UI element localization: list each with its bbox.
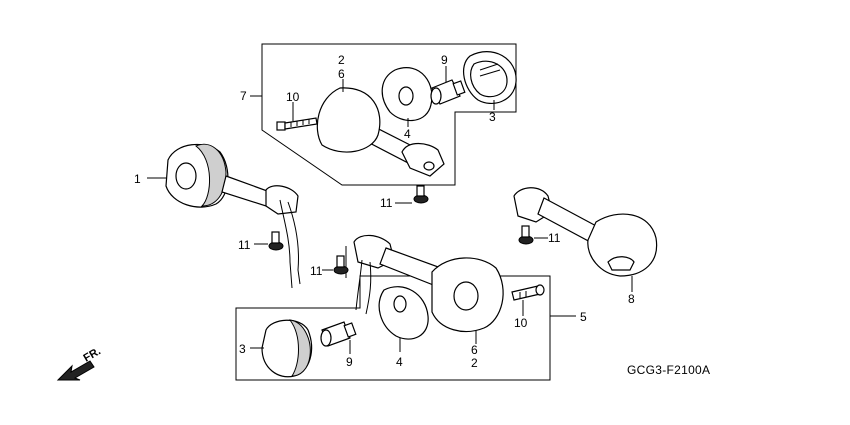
screw-10-top bbox=[276, 102, 318, 131]
callout-11-a: 11 bbox=[380, 196, 393, 210]
lens-housing-top bbox=[316, 79, 445, 177]
callout-6-top: 6 bbox=[338, 67, 345, 81]
reflector-4-bottom bbox=[378, 286, 429, 352]
callout-3-top: 3 bbox=[489, 110, 496, 124]
screw-11-top bbox=[395, 185, 429, 204]
callout-11-c: 11 bbox=[548, 231, 561, 245]
screw-10-bottom bbox=[511, 284, 545, 316]
callout-3-bottom: 3 bbox=[239, 342, 246, 356]
group-bracket-bottom bbox=[235, 275, 551, 381]
callout-7: 7 bbox=[240, 89, 247, 103]
reflector-4-top bbox=[381, 67, 433, 127]
winker-1-left bbox=[147, 143, 301, 289]
winker-8-right bbox=[513, 187, 658, 292]
bulb-9-top bbox=[430, 66, 466, 105]
front-arrow-icon: FR. bbox=[56, 345, 103, 381]
lens-cap-3-top bbox=[462, 51, 517, 110]
bulb-9-bottom bbox=[320, 321, 357, 354]
callout-2-bottom: 2 bbox=[471, 356, 478, 370]
direction-label: FR. bbox=[82, 345, 103, 364]
callout-4-bottom: 4 bbox=[396, 355, 403, 369]
group-bracket-top bbox=[261, 43, 517, 186]
lens-cap-3-bottom bbox=[250, 319, 313, 378]
callout-9-top: 9 bbox=[441, 53, 448, 67]
callout-10-bottom: 10 bbox=[514, 316, 528, 330]
screw-11-right bbox=[518, 225, 548, 245]
callout-1: 1 bbox=[134, 172, 141, 186]
screw-11-left bbox=[254, 231, 284, 251]
callout-6-bottom: 6 bbox=[471, 343, 478, 357]
callout-11-d: 11 bbox=[310, 264, 323, 278]
screw-11-bottom bbox=[322, 255, 349, 275]
lens-housing-bottom bbox=[345, 234, 504, 344]
callout-5: 5 bbox=[580, 310, 587, 324]
callout-10-top: 10 bbox=[286, 90, 300, 104]
diagram-code: GCG3-F2100A bbox=[627, 363, 710, 377]
callout-8: 8 bbox=[628, 292, 635, 306]
callout-2-top: 2 bbox=[338, 53, 345, 67]
callout-9-bottom: 9 bbox=[346, 355, 353, 369]
callout-11-b: 11 bbox=[238, 238, 251, 252]
callout-4-top: 4 bbox=[404, 127, 411, 141]
